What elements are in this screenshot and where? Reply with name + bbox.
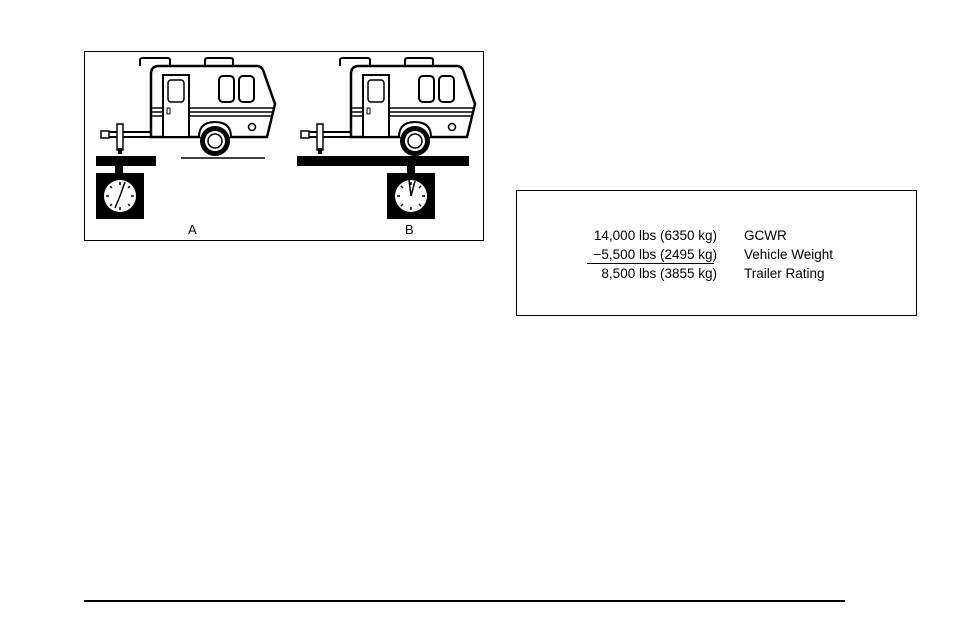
- scale-dial-icon-a: [95, 172, 145, 220]
- calc-amount: −5,500 lbs (2495 kg): [593, 247, 717, 262]
- calc-amount: 14,000 lbs (6350 kg): [593, 228, 717, 243]
- trailer-b: [297, 56, 477, 220]
- trailer-weighing-illustration: [95, 56, 477, 220]
- trailer-rating-calculation: 14,000 lbs (6350 kg) GCWR −5,500 lbs (24…: [516, 190, 917, 316]
- calc-description: Trailer Rating: [744, 266, 825, 281]
- scale-dial-icon-b: [386, 172, 436, 220]
- trailer-a: [95, 56, 277, 220]
- trailer-weighing-figure: A B: [84, 51, 484, 241]
- subtraction-rule: [587, 263, 714, 264]
- calc-description: Vehicle Weight: [744, 247, 834, 262]
- calc-description: GCWR: [744, 228, 787, 243]
- calc-amount: 8,500 lbs (3855 kg): [601, 266, 717, 281]
- footer-rule: [84, 600, 845, 602]
- figure-label-b: B: [405, 222, 414, 237]
- figure-label-a: A: [188, 222, 197, 237]
